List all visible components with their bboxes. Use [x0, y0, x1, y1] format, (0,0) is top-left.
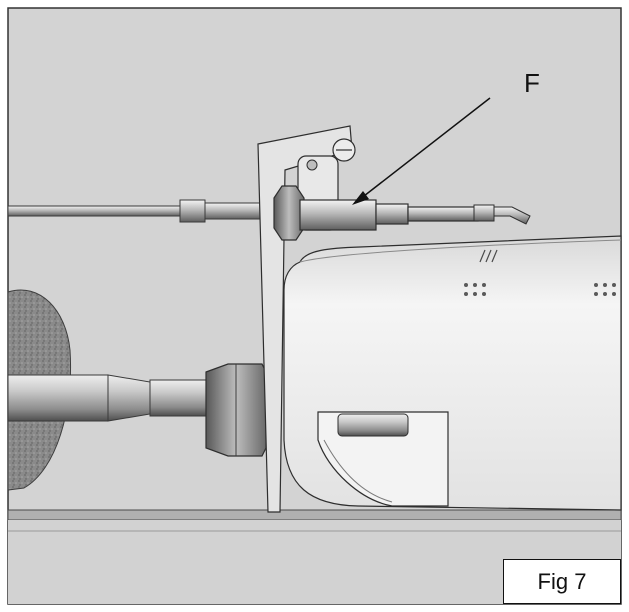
burner-top-edge — [299, 239, 622, 263]
thermocouple-lead — [7, 205, 184, 217]
burner-port-holes — [464, 283, 616, 296]
lead-sleeve — [204, 202, 268, 220]
lead-fitting — [179, 199, 206, 223]
callout-leader-line — [363, 97, 491, 197]
figure-label: Fig 7 — [503, 559, 621, 604]
callout-arrowhead — [352, 191, 369, 205]
inlet-injector — [337, 413, 409, 437]
callout-letter-f: F — [524, 68, 540, 98]
electrode-sleeve — [375, 203, 409, 225]
electrode-body — [407, 206, 479, 222]
electrode-collar — [473, 204, 495, 222]
gas-pipe-collar — [149, 379, 207, 417]
electrode-tip — [493, 206, 531, 225]
burner-slots — [479, 249, 498, 263]
gas-pipe — [7, 374, 109, 422]
base-plate — [7, 509, 622, 521]
gas-pipe-taper — [107, 374, 151, 422]
pilot-tube — [299, 199, 377, 231]
